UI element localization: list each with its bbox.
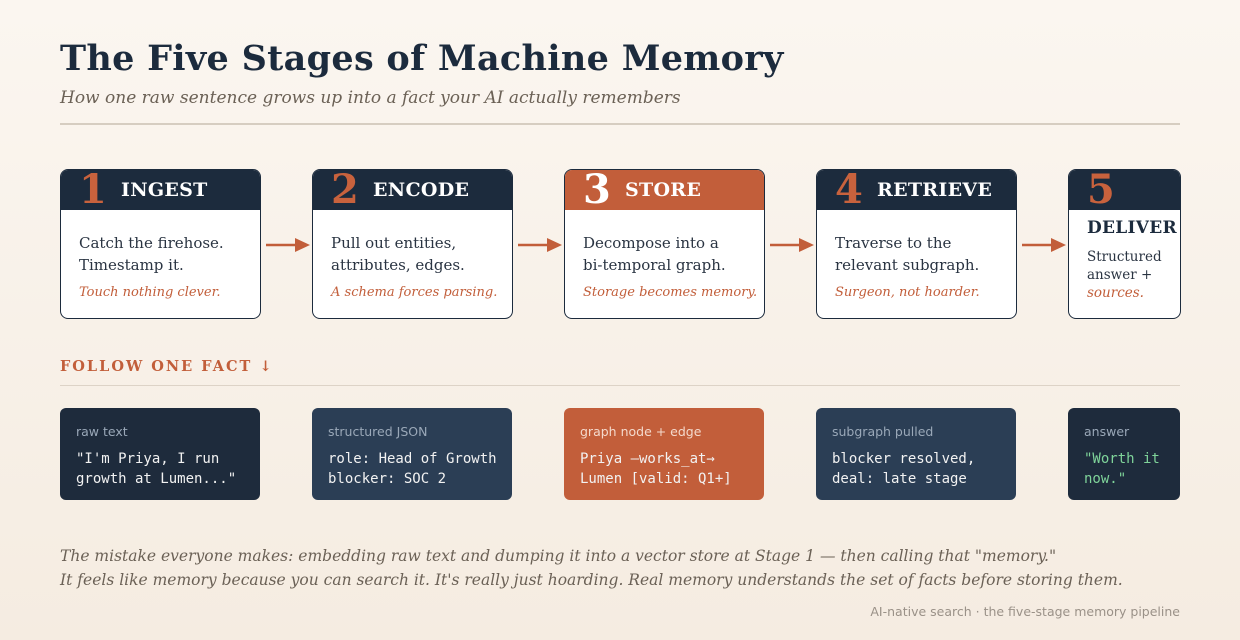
fact-line: blocker: SOC 2 — [328, 471, 447, 487]
stage-description: Traverse to the relevant subgraph. — [835, 234, 980, 274]
page-subtitle: How one raw sentence grows up into a fac… — [60, 88, 681, 108]
follow-section-label: FOLLOW ONE FACT ↓ — [60, 358, 274, 375]
fact-kind: subgraph pulled — [832, 424, 934, 439]
stage-label: RETRIEVE — [877, 179, 993, 201]
fact-card-graph-node: graph node + edge Priya —works_at→ Lumen… — [564, 408, 764, 500]
stage-note: Storage becomes memory. — [583, 285, 758, 300]
footer-credit: AI-native search · the five-stage memory… — [870, 604, 1180, 619]
fact-card-answer: answer "Worth it now." — [1068, 408, 1180, 500]
arrow-right-icon — [1022, 238, 1066, 252]
stage-label: DELIVER — [1087, 218, 1177, 238]
stage-header: 5 — [1069, 170, 1180, 213]
fact-line: Lumen [valid: Q1+] — [580, 471, 732, 487]
page-title: The Five Stages of Machine Memory — [60, 38, 784, 79]
fact-line: now." — [1084, 471, 1127, 487]
stage-header: 1 INGEST — [61, 170, 260, 213]
stage-number: 1 — [79, 169, 107, 213]
stage-header: 4 RETRIEVE — [817, 170, 1016, 213]
stage-card-ingest: 1 INGEST Catch the firehose. Timestamp i… — [60, 169, 261, 319]
stage-card-deliver: 5 DELIVER Structured answer + sources. — [1068, 169, 1181, 319]
stage-card-retrieve: 4 RETRIEVE Traverse to the relevant subg… — [816, 169, 1017, 319]
fact-card-structured-json: structured JSON role: Head of Growth blo… — [312, 408, 512, 500]
header-divider — [60, 123, 1180, 125]
arrow-right-icon — [518, 238, 562, 252]
stage-card-encode: 2 ENCODE Pull out entities, attributes, … — [312, 169, 513, 319]
fact-kind: graph node + edge — [580, 424, 702, 439]
stage-label: STORE — [625, 179, 702, 201]
stage-card-store: 3 STORE Decompose into a bi-temporal gra… — [564, 169, 765, 319]
fact-line: "I'm Priya, I run — [76, 451, 220, 467]
fact-line: role: Head of Growth — [328, 451, 497, 467]
stage-description: Structured answer + sources. — [1087, 249, 1162, 301]
fact-line: growth at Lumen..." — [76, 471, 237, 487]
fact-kind: answer — [1084, 424, 1130, 439]
fact-card-subgraph: subgraph pulled blocker resolved, deal: … — [816, 408, 1016, 500]
fact-line: "Worth it — [1084, 451, 1160, 467]
stage-label: ENCODE — [373, 179, 470, 201]
section-divider — [60, 385, 1180, 386]
arrow-right-icon — [770, 238, 814, 252]
fact-kind: raw text — [76, 424, 128, 439]
stage-number: 5 — [1087, 169, 1115, 213]
fact-line: Priya —works_at→ — [580, 451, 715, 467]
stage-number: 3 — [583, 169, 611, 213]
fact-line: blocker resolved, — [832, 451, 976, 467]
stage-number: 4 — [835, 169, 863, 213]
fact-kind: structured JSON — [328, 424, 428, 439]
fact-line: deal: late stage — [832, 471, 967, 487]
stage-number: 2 — [331, 169, 359, 213]
stage-note: Surgeon, not hoarder. — [835, 285, 980, 300]
stage-label: INGEST — [121, 179, 208, 201]
stage-header: 2 ENCODE — [313, 170, 512, 213]
stage-description: Pull out entities, attributes, edges. — [331, 234, 465, 274]
stage-header: 3 STORE — [565, 170, 764, 213]
stage-description: Catch the firehose. Timestamp it. — [79, 234, 224, 274]
fact-card-raw-text: raw text "I'm Priya, I run growth at Lum… — [60, 408, 260, 500]
footer-note: The mistake everyone makes: embedding ra… — [60, 547, 1123, 589]
stage-note: Touch nothing clever. — [79, 285, 221, 300]
stage-note: A schema forces parsing. — [331, 285, 498, 300]
stage-description: Decompose into a bi-temporal graph. — [583, 234, 726, 274]
arrow-right-icon — [266, 238, 310, 252]
